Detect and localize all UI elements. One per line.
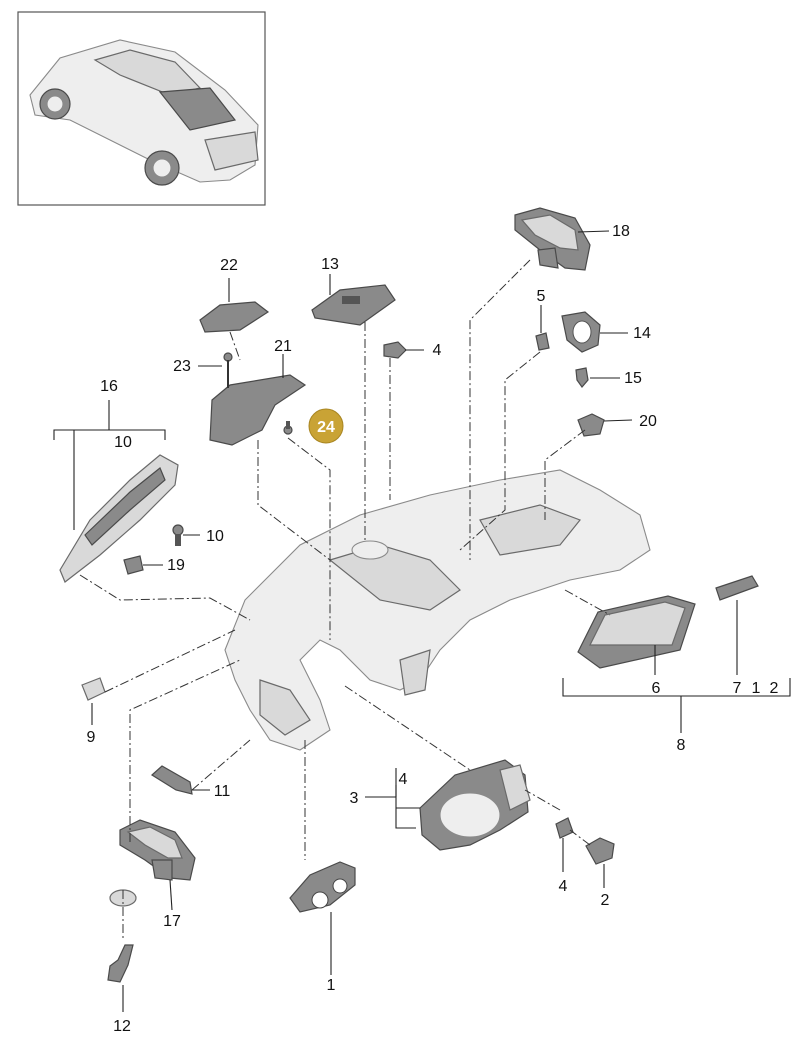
part-23-screw [223, 352, 233, 388]
callout-14: 14 [633, 325, 651, 342]
callout-20: 20 [639, 413, 657, 430]
part-21-panel [209, 374, 307, 446]
callout-2-group: 2 [770, 680, 779, 697]
part-9-cover [81, 677, 106, 701]
part-14-bracket [561, 311, 601, 353]
callout-10-bracket: 10 [114, 434, 132, 451]
leader-lines [53, 230, 791, 1012]
part-16-side-trim [59, 454, 179, 583]
callout-12: 12 [113, 1018, 131, 1035]
callout-16: 16 [100, 378, 118, 395]
callout-3: 3 [350, 790, 359, 807]
callout-24: 24 [317, 419, 335, 436]
part-17-vent [119, 819, 196, 881]
callout-1-group: 1 [752, 680, 761, 697]
part-22-cover [199, 301, 270, 333]
part-10-screw [172, 524, 184, 546]
part-1-switch-panel [289, 861, 356, 913]
callout-4-top: 4 [433, 342, 442, 359]
callout-19: 19 [167, 557, 185, 574]
dashboard-carrier [224, 469, 651, 751]
callout-17: 17 [163, 913, 181, 930]
part-24-screw [283, 421, 293, 435]
part-15-clip [575, 367, 589, 388]
callout-8: 8 [677, 737, 686, 754]
part-5-clip [535, 332, 550, 351]
part-4-clip-top [383, 341, 407, 359]
callout-4-lower: 4 [559, 878, 568, 895]
callout-5: 5 [537, 288, 546, 305]
part-4-clip-lower [555, 817, 574, 839]
part-7-trim [715, 575, 759, 601]
assembly-lines [79, 259, 611, 940]
part-13-cover [311, 284, 396, 326]
part-18-vent [514, 207, 591, 271]
part-2-switch [585, 837, 615, 865]
callout-21: 21 [274, 338, 292, 355]
callout-10: 10 [206, 528, 224, 545]
callout-15: 15 [624, 370, 642, 387]
callout-22: 22 [220, 257, 238, 274]
part-3-instrument-cowl [419, 759, 531, 851]
callout-13: 13 [321, 256, 339, 273]
vehicle-thumbnail [17, 11, 266, 206]
callout-1: 1 [327, 977, 336, 994]
callout-11: 11 [214, 783, 231, 800]
callout-4-bracket: 4 [399, 771, 408, 788]
part-19-clip [123, 555, 144, 575]
callout-7: 7 [733, 680, 742, 697]
callout-labels: 22 13 21 23 4 18 5 14 15 20 16 10 10 19 … [87, 223, 779, 1035]
highlight-callout-24[interactable]: 24 [308, 408, 344, 444]
callout-23: 23 [173, 358, 191, 375]
part-11-trim [151, 765, 193, 795]
callout-2: 2 [601, 892, 610, 909]
part-12-bracket [107, 944, 134, 983]
callout-6: 6 [652, 680, 661, 697]
part-6-display [577, 595, 696, 669]
callout-9: 9 [87, 729, 96, 746]
callout-18: 18 [612, 223, 630, 240]
